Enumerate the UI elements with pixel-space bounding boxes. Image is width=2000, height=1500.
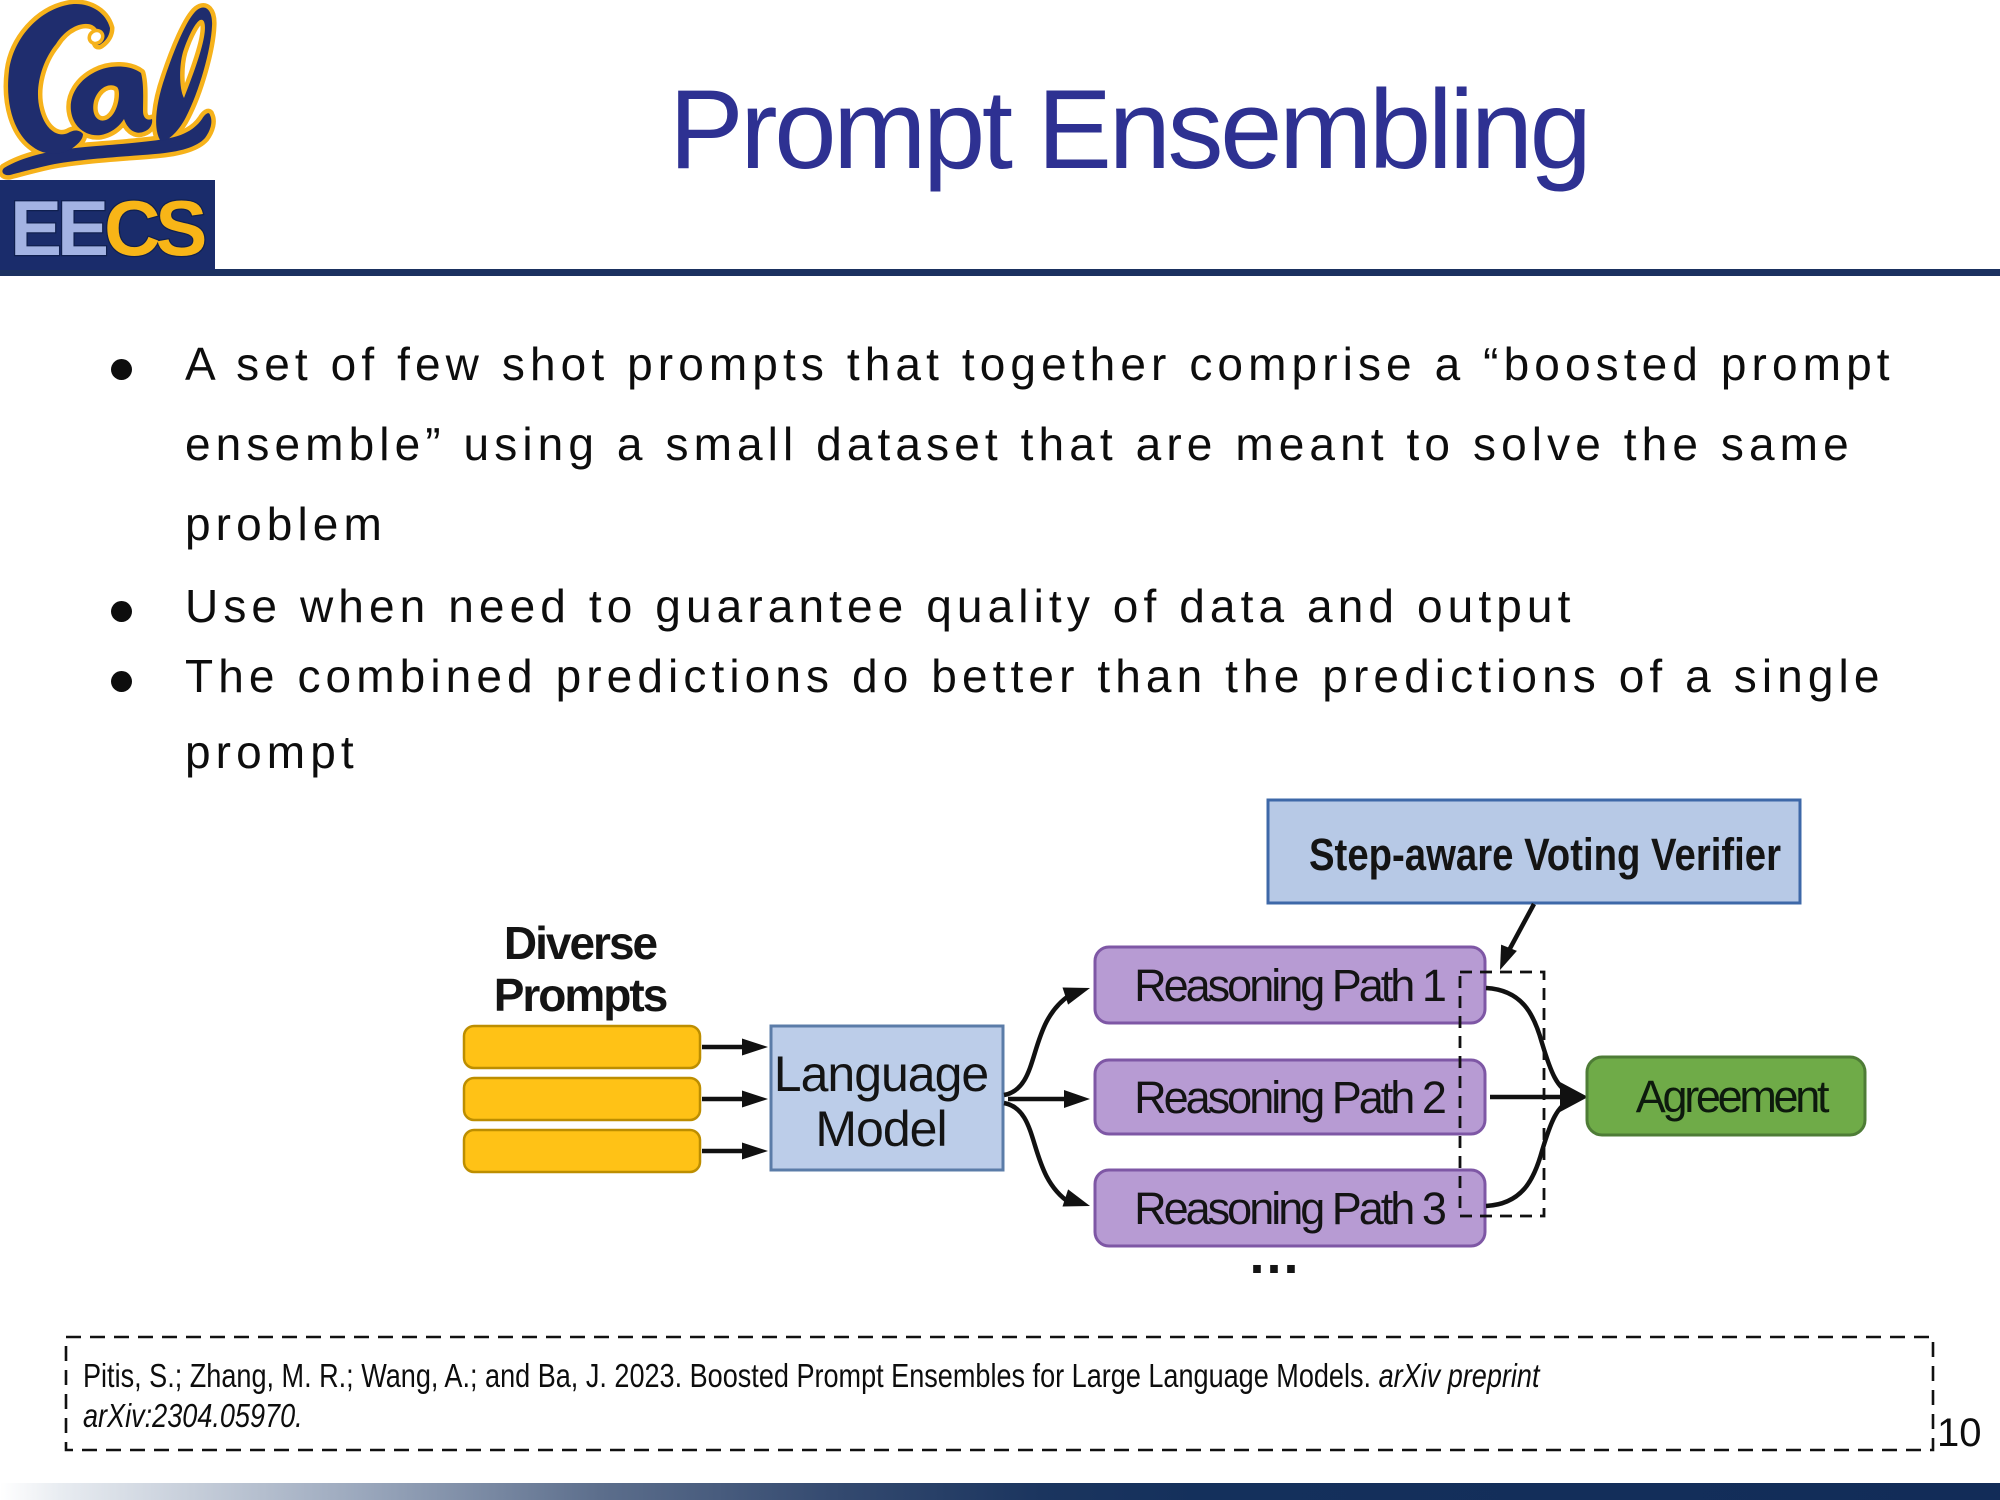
svg-text:Reasoning Path 2: Reasoning Path 2 — [1134, 1072, 1445, 1123]
svg-text:Reasoning Path 1: Reasoning Path 1 — [1134, 960, 1445, 1011]
svg-text:Agreement: Agreement — [1636, 1071, 1830, 1122]
svg-text:Language: Language — [774, 1046, 988, 1102]
svg-text:EECS: EECS — [10, 184, 204, 272]
svg-text:Model: Model — [815, 1101, 946, 1157]
svg-text:Prompts: Prompts — [494, 969, 667, 1021]
svg-text:Step-aware Voting Verifier: Step-aware Voting Verifier — [1309, 829, 1781, 880]
svg-text:Diverse: Diverse — [504, 917, 658, 969]
svg-text:...: ... — [1249, 1225, 1300, 1285]
svg-text:Reasoning Path 3: Reasoning Path 3 — [1134, 1183, 1446, 1234]
